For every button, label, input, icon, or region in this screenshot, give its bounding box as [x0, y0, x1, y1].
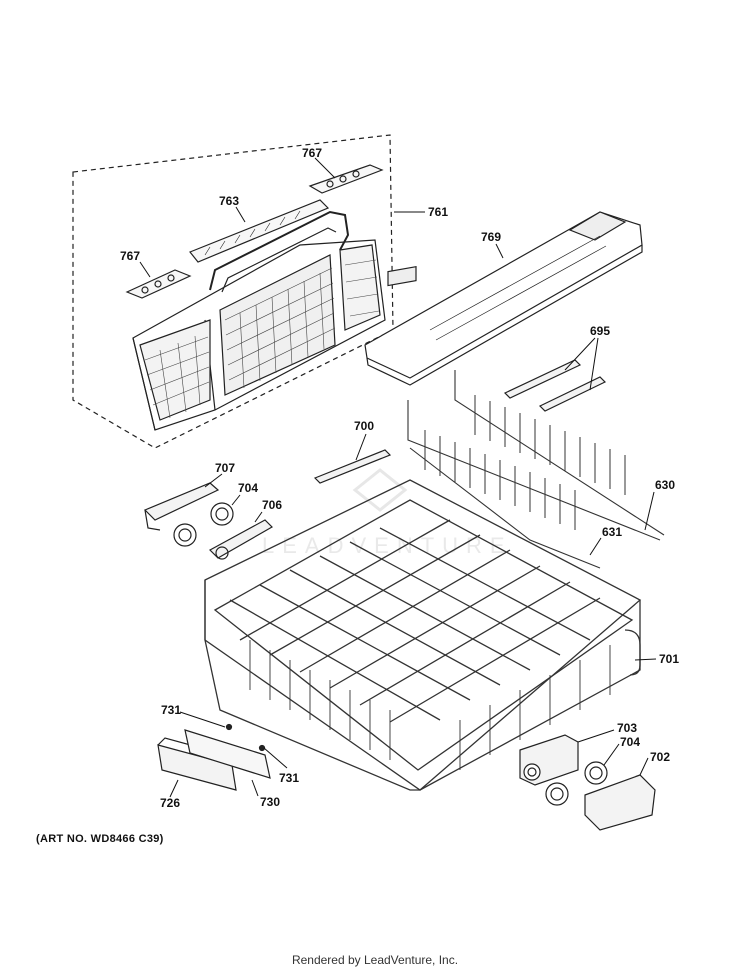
- art-number: (ART NO. WD8466 C39): [36, 833, 164, 845]
- callout-730: 730: [260, 795, 280, 809]
- callout-707: 707: [215, 461, 235, 475]
- footer-credit: Rendered by LeadVenture, Inc.: [291, 953, 459, 967]
- callout-704-right: 704: [620, 735, 640, 749]
- callout-763: 763: [219, 194, 239, 208]
- watermark-logo: [352, 468, 408, 512]
- callout-703: 703: [617, 721, 637, 735]
- left-wheel-parts: [143, 482, 273, 560]
- silverware-basket-group: [72, 134, 394, 449]
- callout-700: 700: [354, 419, 374, 433]
- right-wheel-parts: [519, 734, 656, 831]
- callout-767-top: 767: [302, 146, 322, 160]
- callout-631: 631: [602, 525, 622, 539]
- callout-706: 706: [262, 498, 282, 512]
- handle-parts: [157, 723, 271, 791]
- callout-704-left: 704: [238, 481, 258, 495]
- clip-700: [313, 449, 392, 484]
- callout-726: 726: [160, 796, 180, 810]
- rack-track-769: [364, 211, 643, 386]
- leader-lines: [139, 157, 657, 798]
- clips-695: [503, 359, 607, 412]
- callout-767-left: 767: [120, 249, 140, 263]
- lower-rack-701: [204, 479, 642, 791]
- callout-701: 701: [659, 652, 679, 666]
- callout-731-right: 731: [279, 771, 299, 785]
- callout-731-left: 731: [161, 703, 181, 717]
- callout-702: 702: [650, 750, 670, 764]
- callout-630: 630: [655, 478, 675, 492]
- group-boundary: [72, 134, 394, 449]
- callout-769: 769: [481, 230, 501, 244]
- watermark-text: LEADVENTURE: [262, 533, 513, 558]
- tine-rows: [407, 370, 665, 569]
- callout-695: 695: [590, 324, 610, 338]
- callout-761: 761: [428, 205, 448, 219]
